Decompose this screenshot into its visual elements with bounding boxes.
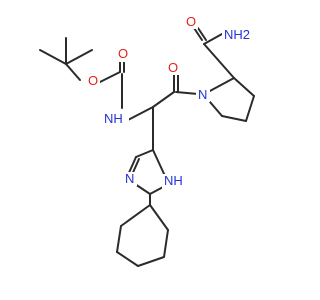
cyclohexyl-ring-bonds — [116, 204, 169, 267]
atom-o-proline-carbonyl: O — [168, 60, 178, 75]
molecule-structure-svg: O O NH NH2 O O N N NH — [39, 14, 262, 267]
atom-nh-imidazole: NH — [164, 173, 183, 188]
atom-n-pyrrolidine: N — [198, 87, 207, 102]
tert-butyl-bonds — [39, 37, 93, 81]
atom-nh2-amide: NH2 — [224, 27, 250, 42]
atom-o-ester: O — [88, 73, 98, 88]
atom-o-carbamate-carbonyl: O — [118, 46, 128, 61]
carbamate-bonds — [99, 51, 154, 121]
pyrrolidine-ring-bonds — [207, 77, 255, 122]
prolinamide-bonds — [193, 27, 235, 79]
molecule-diagram: O O NH NH2 O O N N NH — [39, 14, 262, 267]
atom-n-imidazole: N — [125, 171, 134, 186]
atom-labels: O O NH NH2 O O N N NH — [86, 14, 262, 190]
atom-nh-carbamate: NH — [104, 111, 123, 126]
atom-o-amide: O — [186, 14, 196, 29]
backbone-bonds — [152, 73, 199, 151]
